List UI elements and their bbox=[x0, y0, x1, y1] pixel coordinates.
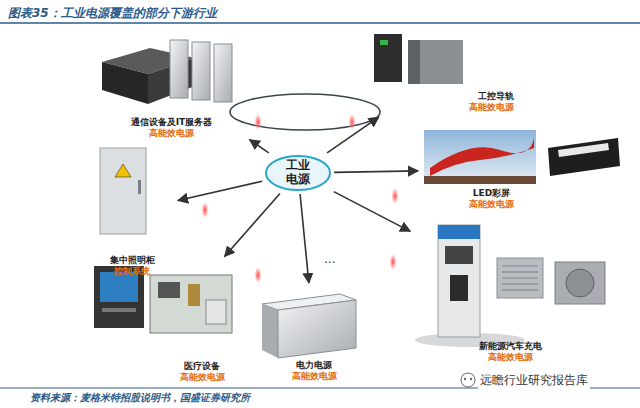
monitor-screen bbox=[100, 272, 138, 302]
ring bbox=[230, 94, 380, 130]
wechat-icon bbox=[470, 378, 472, 380]
arrow-connector bbox=[225, 194, 280, 257]
led-strip bbox=[558, 143, 609, 157]
label-block: 新能源汽车充电高能效电源 bbox=[412, 341, 638, 364]
charger-module bbox=[497, 258, 543, 298]
label-block: 工控导轨高能效电源 bbox=[370, 91, 518, 114]
glow bbox=[201, 201, 209, 219]
cabinet bbox=[100, 148, 146, 234]
product-tag: 高能效电源 bbox=[420, 199, 563, 211]
arrow-connector bbox=[300, 194, 309, 283]
title-rule bbox=[0, 22, 640, 24]
fan bbox=[566, 269, 594, 297]
source-caption: 资料来源：麦格米特招股说明书，国盛证券研究所 bbox=[28, 391, 252, 405]
glow bbox=[254, 113, 262, 131]
charger-top bbox=[438, 225, 480, 239]
psu-module bbox=[192, 42, 210, 100]
wechat-icon bbox=[464, 378, 466, 380]
figure-title: 图表35：工业电源覆盖的部分下游行业 bbox=[6, 5, 219, 22]
label-block: 通信设备及IT服务器高能效电源 bbox=[95, 117, 248, 140]
fan-module bbox=[555, 262, 605, 304]
glow bbox=[254, 266, 262, 284]
pcb bbox=[150, 275, 232, 333]
industry-name: 通信设备及IT服务器 bbox=[95, 117, 248, 129]
product-tag: 高能效电源 bbox=[158, 372, 246, 384]
charger-screen bbox=[445, 246, 473, 264]
ellipsis: ... bbox=[322, 252, 337, 266]
industry-name: 电力电源 bbox=[255, 360, 373, 372]
led-ribbon bbox=[430, 138, 534, 176]
psu-module bbox=[170, 40, 188, 98]
arrow-connector bbox=[250, 140, 269, 153]
warning-sign bbox=[115, 164, 131, 177]
rail-psu bbox=[374, 34, 402, 82]
hub-ellipse-shape bbox=[266, 156, 330, 190]
industry-node: 电力电源高能效电源 bbox=[255, 285, 373, 385]
industry-node: 工控导轨高能效电源 bbox=[370, 28, 518, 116]
power-front bbox=[278, 300, 356, 358]
pcb-part bbox=[206, 300, 226, 324]
power-side bbox=[262, 304, 278, 358]
pcb-part bbox=[158, 282, 180, 298]
glow bbox=[391, 187, 399, 205]
industry-name: 新能源汽车充电 bbox=[412, 341, 608, 353]
glow bbox=[348, 113, 356, 131]
led-base bbox=[424, 176, 536, 184]
arrow-connector bbox=[334, 192, 410, 232]
product-tag: 控制系统 bbox=[88, 266, 176, 278]
arrow-connector bbox=[334, 171, 418, 172]
rail-psu-front bbox=[408, 40, 420, 84]
industry-name: 医疗设备 bbox=[158, 361, 246, 373]
psu-module bbox=[214, 44, 232, 102]
industry-name: LED彩屏 bbox=[420, 188, 563, 200]
grille bbox=[502, 266, 538, 290]
monitor-keys bbox=[102, 308, 136, 312]
label-block: LED彩屏高能效电源 bbox=[420, 188, 633, 211]
arrow-connector bbox=[327, 117, 379, 153]
charger-plug bbox=[450, 275, 468, 301]
led-screen bbox=[424, 130, 536, 180]
product-tag: 高能效电源 bbox=[370, 102, 514, 114]
label-block: 集中照明柜控制系统 bbox=[88, 255, 176, 278]
server-front bbox=[102, 62, 148, 104]
industry-node: 通信设备及IT服务器高能效电源 bbox=[95, 30, 248, 142]
cabinet-handle bbox=[138, 180, 141, 194]
led-module bbox=[548, 138, 620, 176]
industry-node: 医疗设备高能效电源 bbox=[88, 258, 246, 386]
arrow-connector bbox=[178, 181, 262, 200]
charger bbox=[438, 225, 480, 337]
rail-led bbox=[380, 40, 388, 45]
hub-ellipse: 工业 电源 bbox=[264, 154, 332, 192]
wechat-icon bbox=[461, 373, 475, 387]
glow bbox=[389, 253, 397, 271]
rail-psu bbox=[408, 40, 463, 84]
product-tag: 高能效电源 bbox=[95, 128, 248, 140]
watermark: 远瞻行业研究报告库 bbox=[478, 372, 590, 389]
industry-name: 集中照明柜 bbox=[88, 255, 176, 267]
product-tag: 高能效电源 bbox=[255, 371, 373, 383]
product-tag: 高能效电源 bbox=[412, 352, 608, 364]
industry-node: LED彩屏高能效电源 bbox=[420, 125, 633, 213]
pcb-part bbox=[188, 284, 200, 306]
industry-node: 集中照明柜控制系统 bbox=[88, 142, 176, 280]
industry-node: 新能源汽车充电高能效电源 bbox=[412, 216, 638, 366]
industry-name: 工控导轨 bbox=[370, 91, 514, 103]
label-block: 医疗设备高能效电源 bbox=[88, 361, 246, 384]
hub-label: 工业 电源 bbox=[285, 159, 311, 187]
label-block: 电力电源高能效电源 bbox=[255, 360, 373, 383]
